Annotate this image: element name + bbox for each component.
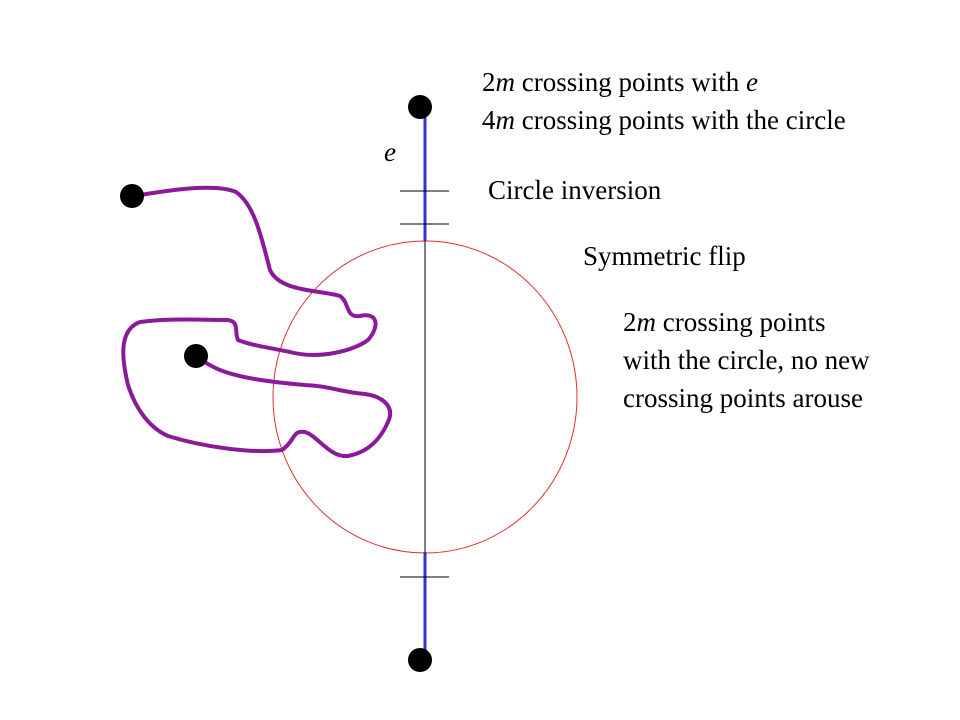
caption-text: crossing points with the circle	[515, 105, 846, 135]
caption-text: m	[636, 307, 657, 337]
caption-result-line1: 2m crossing points	[623, 306, 826, 338]
caption-result-line2: with the circle, no new	[623, 345, 870, 375]
vertex-path-start	[120, 184, 144, 208]
vertex-top	[408, 95, 432, 119]
vertex-bottom	[408, 648, 432, 672]
vertex-path-end	[184, 344, 208, 368]
caption-text: crossing points	[656, 307, 826, 337]
caption-crossings-with-e: 2m crossing points with e	[482, 66, 758, 98]
caption-circle-inversion: Circle inversion	[488, 175, 662, 205]
caption-text: crossing points with	[515, 67, 747, 97]
caption-text: m	[495, 105, 516, 135]
caption-symmetric-flip: Symmetric flip	[583, 241, 746, 271]
caption-text: e	[746, 67, 758, 97]
caption-text: 2	[623, 307, 637, 337]
caption-crossings-with-circle: 4m crossing points with the circle	[482, 104, 846, 136]
edge-label: e	[384, 137, 396, 167]
caption-result-line3: crossing points arouse	[623, 383, 863, 413]
caption-text: 4	[482, 105, 496, 135]
caption-text: m	[495, 67, 516, 97]
crossing-path	[121, 185, 392, 459]
caption-text: 2	[482, 67, 496, 97]
